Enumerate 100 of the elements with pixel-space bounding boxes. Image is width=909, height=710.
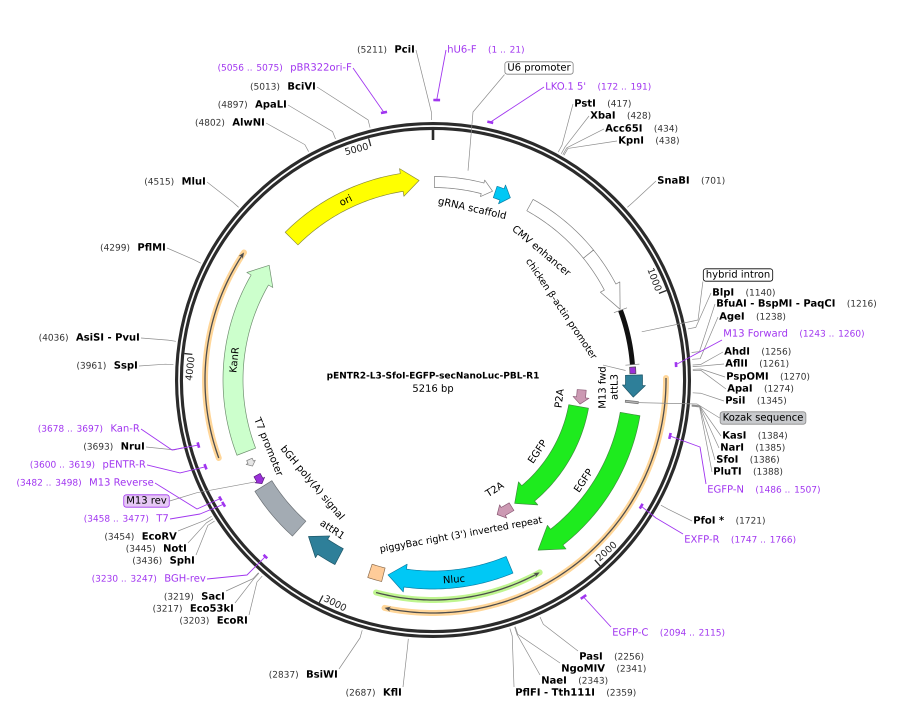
primer-name: LKO.1 5'	[546, 82, 586, 90]
primer-name: EGFP-C	[613, 628, 648, 636]
primer-position: (2094 .. 2115)	[660, 628, 724, 637]
plasmid-name: pENTR2-L3-SfoI-EGFP-secNanoLuc-PBL-R1	[327, 372, 539, 380]
feature-tag: Kozak sequence	[720, 411, 806, 425]
site-position: (2359)	[607, 688, 636, 697]
leader-line	[691, 404, 720, 448]
leader-line	[178, 516, 212, 532]
primer-mark	[638, 503, 644, 510]
enzyme-name: PfoI *	[694, 516, 724, 524]
leader-line	[402, 638, 409, 688]
leader-line	[266, 122, 310, 152]
site-position: (2341)	[617, 664, 646, 673]
site-position: (438)	[656, 136, 679, 145]
site-position: (1274)	[764, 384, 794, 393]
site-position: (2343)	[579, 676, 608, 685]
enzyme-name: AhdI	[724, 347, 750, 355]
primer-name: BGH-rev	[165, 574, 206, 582]
leader-line	[468, 74, 505, 172]
enzyme-name: SfoI	[716, 455, 738, 463]
leader-line	[562, 128, 604, 156]
leader-line	[316, 86, 370, 128]
tick-label: 4000	[185, 357, 194, 380]
site-position: (4515)	[145, 178, 174, 186]
feature-tag: U6 promoter	[504, 61, 574, 75]
enzyme-name: KflI	[384, 688, 401, 696]
leader-line	[436, 50, 446, 100]
site-position: (4299)	[100, 244, 130, 252]
feature-label: attL3	[610, 374, 618, 400]
feature-tag: hybrid intron	[702, 268, 774, 282]
leader-line	[558, 104, 574, 152]
site-position: (4897)	[218, 100, 247, 109]
site-position: (5211)	[358, 46, 386, 54]
site-position: (1270)	[780, 372, 810, 381]
enzyme-name: XbaI	[590, 111, 615, 119]
enzyme-name: PluTI	[714, 467, 741, 475]
leader-line	[140, 428, 199, 450]
site-position: (2837)	[270, 670, 298, 679]
primer-mark	[262, 554, 268, 560]
feature-mark	[629, 366, 636, 374]
site-position: (417)	[608, 100, 631, 108]
primer-position: (172 .. 191)	[598, 82, 650, 91]
site-position: (4802)	[196, 118, 224, 127]
site-position: (1256)	[762, 348, 790, 356]
leader-line	[560, 116, 590, 154]
feature-bar	[614, 308, 640, 366]
primer-position: (1243 .. 1260)	[800, 330, 864, 338]
feature-block: ori	[284, 168, 420, 246]
leader-line	[692, 370, 726, 390]
feature-label: piggyBac right (3') inverted repeat	[380, 516, 542, 554]
enzyme-name: MluI	[182, 177, 205, 185]
primer-position: (5056 .. 5075)	[218, 64, 282, 72]
primer-mark	[433, 98, 440, 102]
site-position: (3693)	[84, 442, 112, 451]
leader-line	[641, 506, 684, 534]
primer-position: (3600 .. 3619)	[30, 460, 94, 469]
tick-label: 3000	[324, 595, 346, 611]
enzyme-name: Acc65I	[605, 124, 642, 132]
primer-name: EGFP-N	[708, 485, 743, 493]
leader-line	[146, 464, 206, 474]
leader-line	[166, 248, 202, 264]
leader-line	[692, 392, 724, 402]
enzyme-name: NgoMIV	[562, 664, 605, 674]
leader-line	[691, 304, 716, 353]
primer-position: (1747 .. 1766)	[732, 536, 796, 544]
site-position: (3454)	[105, 532, 134, 541]
enzyme-name: ApaLI	[255, 100, 286, 110]
primer-mark	[203, 464, 208, 470]
primer-mark	[221, 501, 226, 508]
site-position: (1261)	[760, 360, 788, 368]
site-position: (434)	[654, 124, 678, 133]
primer-name: M13 Forward	[724, 329, 788, 337]
leader-line	[206, 182, 239, 208]
leader-line	[138, 364, 174, 366]
leader-line	[510, 628, 514, 688]
leader-line	[490, 86, 544, 123]
enzyme-name: EcoRV	[142, 532, 177, 540]
feature-block	[254, 473, 265, 484]
primer-position: (1 .. 21)	[488, 46, 524, 54]
enzyme-name: PflFI - Tth111I	[516, 688, 594, 696]
leader-line	[660, 504, 692, 522]
plasmid-size: 5216 bp	[413, 384, 454, 394]
leader-line	[638, 402, 720, 418]
primer-position: (3458 .. 3477)	[84, 514, 148, 523]
leader-line	[692, 364, 724, 367]
leader-line	[627, 180, 656, 208]
leader-line	[234, 572, 260, 604]
site-position: (428)	[628, 112, 650, 120]
leader-line	[170, 504, 224, 520]
site-position: (3219)	[164, 592, 194, 601]
leader-line	[540, 616, 578, 652]
leader-line	[338, 630, 363, 670]
feature-label: T2A	[484, 482, 505, 496]
enzyme-name: SspI	[114, 361, 137, 371]
enzyme-name: AlwNI	[232, 118, 264, 126]
leader-line	[416, 50, 432, 120]
site-position: (5013)	[250, 82, 280, 91]
enzyme-name: SacI	[202, 592, 224, 600]
primer-name: hU6-F	[448, 45, 476, 53]
site-position: (3961)	[77, 362, 106, 370]
